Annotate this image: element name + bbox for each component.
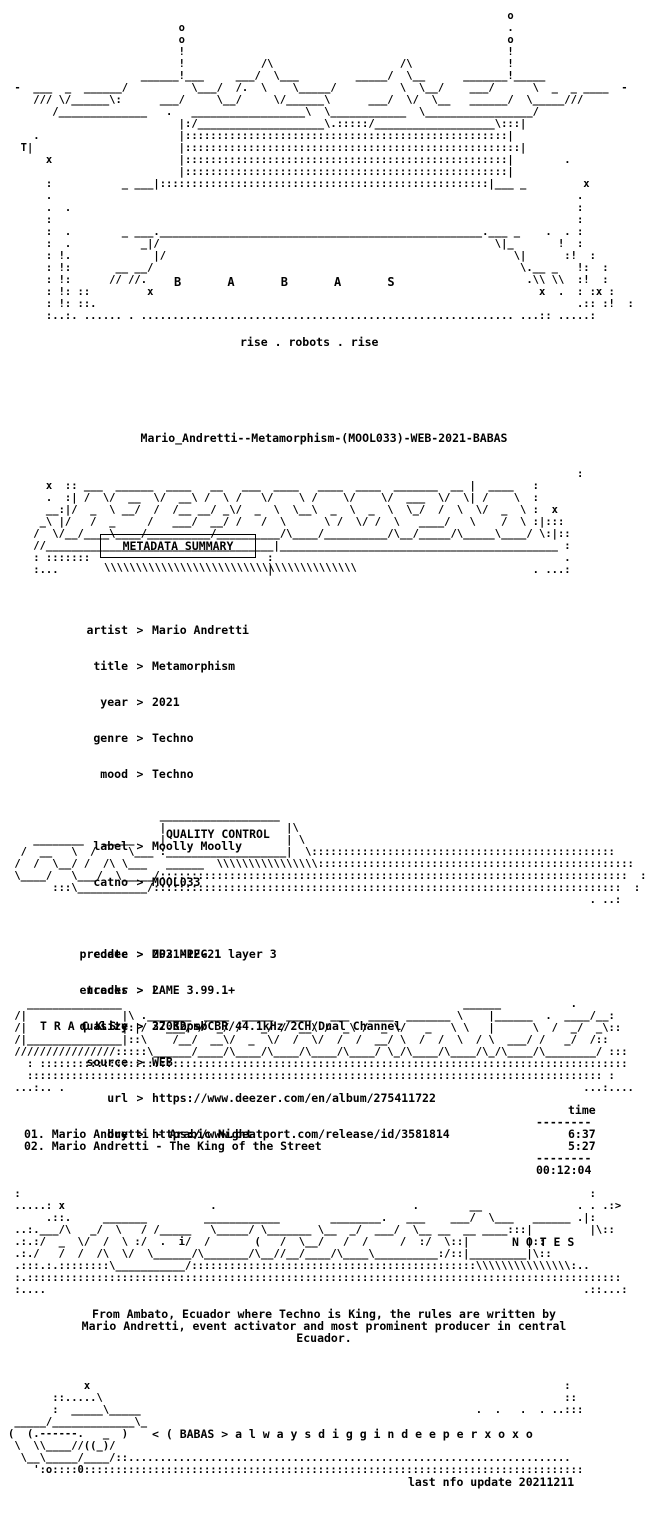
meta-row-tracks: tracks>2 <box>86 983 159 997</box>
meta-row-catno: catno>MOOL033 <box>93 875 201 889</box>
notes-text: From Ambato, Ecuador where Techno is Kin… <box>81 1307 567 1345</box>
tracks-section-title: T R A C K S <box>40 1019 117 1033</box>
release-name: Mario_Andretti--Metamorphism-(MOOL033)-W… <box>140 431 508 445</box>
time-rule-bottom: -------- <box>536 1151 592 1165</box>
meta-row-buy[interactable]: buy>https://www.beatport.com/release/id/… <box>107 1127 450 1141</box>
metadata-list: artist>Mario Andretti title>Metamorphism… <box>16 600 450 1152</box>
header-logo-art: o o . o o ! <box>14 10 634 322</box>
meta-row-year: year>2021 <box>100 695 180 709</box>
slogan: rise . robots . rise <box>240 335 379 349</box>
footer-tagline: < ( BABAS > a l w a y s d i g g i n d e … <box>152 1427 533 1441</box>
metadata-header-art: : x :: ___ ______ ____ __ ___ ____ ____ … <box>33 468 584 576</box>
meta-row-artist: artist>Mario Andretti <box>86 623 249 637</box>
tracks-header-art: _______________ ______ . /| |\ ._______ … <box>14 998 634 1094</box>
quality-header-art: ___________________ | |\ ________ _____ … <box>14 810 648 906</box>
quality-row-codec: codec>MP3 MPEG 1 layer 3 <box>93 947 277 961</box>
last-update: last nfo update 20211211 <box>408 1475 575 1489</box>
quality-row-source: source>WEB <box>86 1055 173 1069</box>
quality-row-quality: quality>320Kbps/CBR/44.1kHz/2CH/Dual Cha… <box>79 1019 402 1033</box>
metadata-underline-art: \\\\\\\\\\\\\\\\\\\\\\\\\\\\\\\\\\\\\\\\ <box>104 562 357 574</box>
footer-art: x : ::.....\ :: : _____\_____ <box>8 1380 584 1476</box>
quality-section-title: QUALITY CONTROL <box>166 827 270 841</box>
quality-list: codec>MP3 MPEG 1 layer 3 encoder>LAME 3.… <box>16 924 402 1080</box>
meta-row-size: size>27.82 mb <box>100 1019 208 1033</box>
quality-row-encoder: encoder>LAME 3.99.1+ <box>79 983 236 997</box>
track-row[interactable]: 02. Mario Andretti - The King of the Str… <box>24 1139 322 1153</box>
meta-row-predate: predate>2021-12-21 <box>79 947 222 961</box>
notes-section-title: N O T E S <box>512 1235 575 1249</box>
track-time: 6:37 <box>568 1127 596 1141</box>
total-time: 00:12:04 <box>536 1163 592 1177</box>
group-letters: B A B A S <box>174 275 395 289</box>
notes-header-art: : : .....: x . . __ . . .:> .:: <box>14 1188 628 1296</box>
track-time: 5:27 <box>568 1139 596 1153</box>
meta-row-genre: genre>Techno <box>93 731 194 745</box>
meta-row-mood: mood>Techno <box>100 767 194 781</box>
time-rule-top: -------- <box>536 1115 592 1129</box>
track-row[interactable]: 01. Mario Andretti - Arabic Night <box>24 1127 253 1141</box>
time-header: time <box>568 1103 596 1117</box>
meta-row-title: title>Metamorphism <box>93 659 236 673</box>
metadata-section-title: METADATA SUMMARY <box>100 534 256 558</box>
meta-row-url[interactable]: url>https://www.deezer.com/en/album/2754… <box>107 1091 436 1105</box>
meta-row-label: label>Moolly Moolly <box>93 839 243 853</box>
